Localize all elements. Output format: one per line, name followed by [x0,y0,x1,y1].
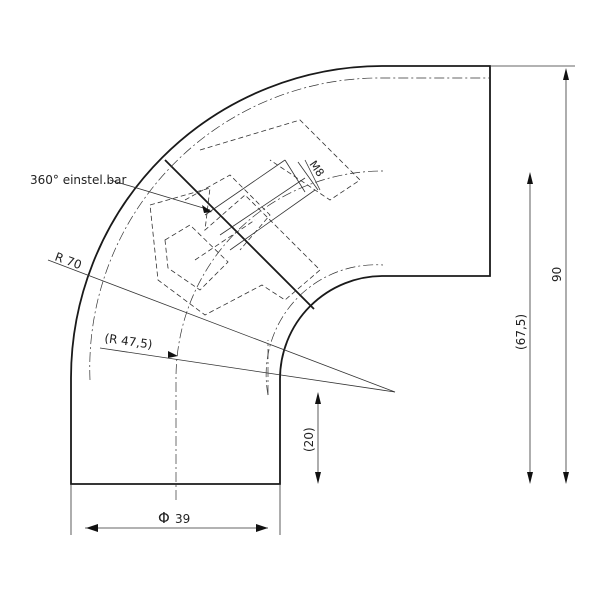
inner-wall-lines [89,77,490,396]
total-height-dimension: (67,5) [514,172,533,484]
m8-dimension: M8 [304,158,327,191]
diameter-dimension: Φ 39 [70,484,281,535]
elbow-outline [70,65,491,485]
adjustable-leader: 360° einstel.bar [30,173,212,213]
r47-label: (R 47,5) [104,331,154,352]
top-height-dimension: 90 [490,65,575,484]
r70-leader: R 70 [47,250,396,393]
r70-label: R 70 [53,250,84,273]
diameter-symbol: Φ [158,509,170,527]
clamp-hidden-outline [149,119,361,316]
r47-leader: (R 47,5) [99,331,396,393]
m8-label: M8 [307,158,327,179]
straight-length-label: (20) [302,427,316,452]
center-line [175,170,384,500]
diameter-label: 39 [175,512,190,526]
m8-screw [194,159,319,261]
top-height-label: 90 [550,267,564,282]
total-height-label: (67,5) [514,314,528,350]
straight-length-dimension: (20) [302,392,321,484]
adjustable-label: 360° einstel.bar [30,173,127,187]
